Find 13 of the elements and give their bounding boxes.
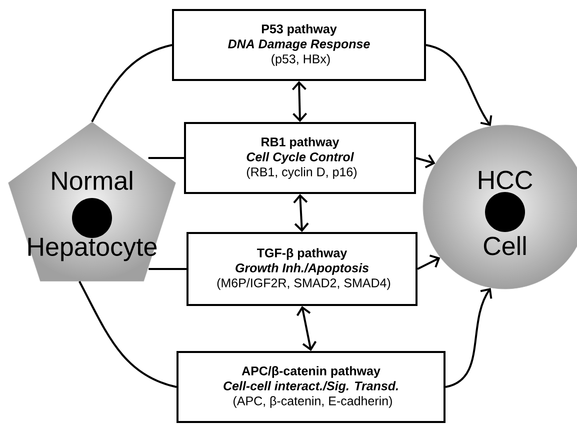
pathway-box: P53 pathway DNA Damage Response (p53, HBx) [172, 9, 426, 81]
arrow [292, 81, 308, 122]
pathway-box: TGF-β pathway Growth Inh./Apoptosis (M6P/IGF2R, SMAD2, SMAD4) [186, 232, 418, 306]
arrow [296, 306, 317, 351]
arrow [417, 254, 440, 270]
hepatocyte-drawing: Normal Hepatocyte [8, 122, 176, 282]
arrow [416, 154, 436, 168]
cancer-cell-drawing: HCC Cell [422, 124, 577, 290]
arrow [426, 44, 492, 126]
pathway-box: RB1 pathway Cell Cycle Control (RB1, cyclin D, p16) [184, 122, 416, 194]
pathway-box: APC/β-catenin pathway Cell-cell interact./Sig. Transd. (APC, β-catenin, E-cadherin) [176, 351, 446, 423]
arrow [293, 194, 309, 232]
arrow [445, 288, 492, 388]
